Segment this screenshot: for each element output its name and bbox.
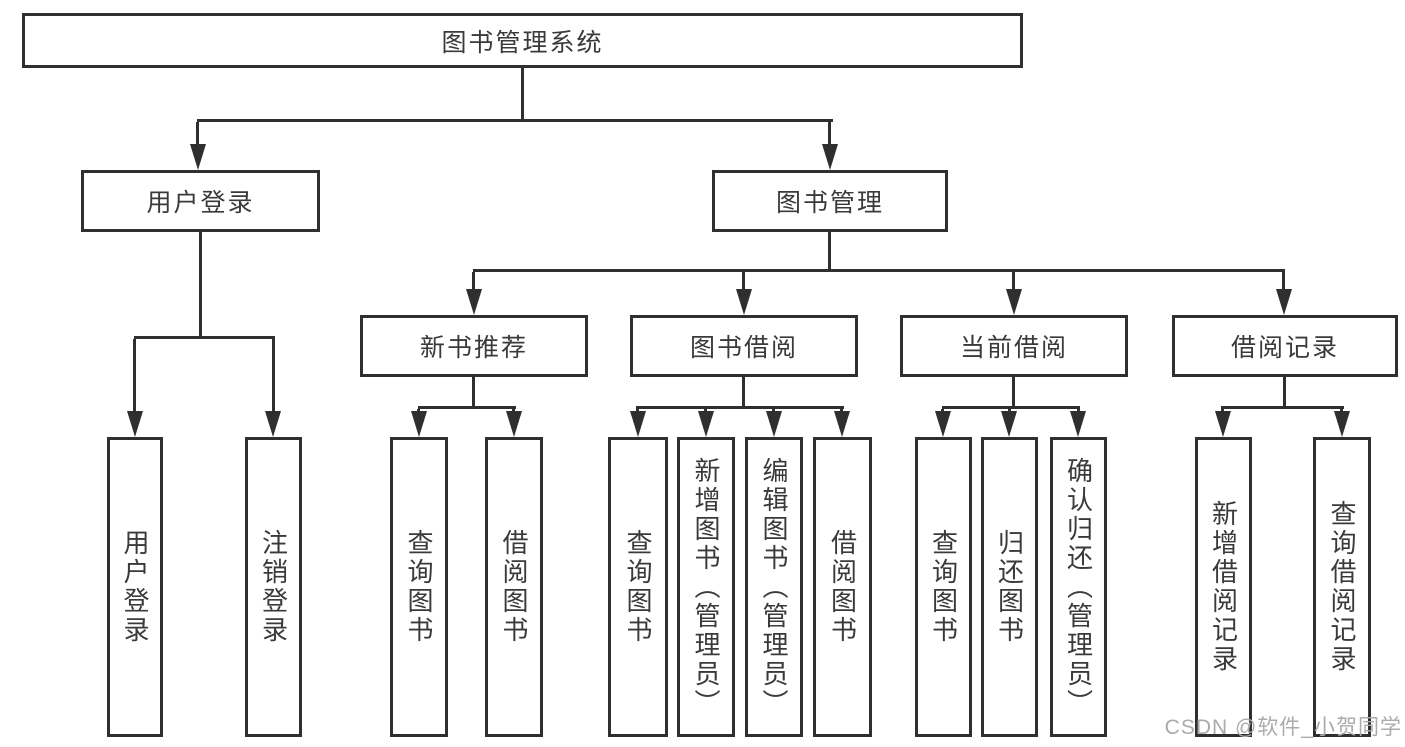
arrow-down-icon — [630, 411, 646, 437]
connector-root-stem — [521, 68, 524, 122]
arrow-down-icon — [822, 144, 838, 170]
leaf-label: 归还图书 — [994, 529, 1025, 645]
leaf-label: 确认归还（管理员） — [1063, 456, 1094, 718]
arrow-down-icon — [506, 411, 522, 437]
node-label: 图书管理系统 — [441, 28, 604, 57]
leaf-return-books: 归还图书 — [981, 437, 1038, 737]
arrow-down-icon — [834, 411, 850, 437]
node-user-login: 用户登录 — [81, 170, 320, 232]
connector-level3-rail — [473, 269, 1285, 272]
leaf-label: 借阅图书 — [499, 529, 529, 645]
connector-stem — [472, 272, 475, 290]
leaf-query-borrow-record: 查询借阅记录 — [1313, 437, 1371, 737]
node-new-book-recommend: 新书推荐 — [360, 315, 588, 377]
connector-stem — [742, 272, 745, 290]
node-label: 当前借阅 — [959, 334, 1068, 362]
connector-stem — [272, 339, 275, 412]
node-book-borrowing: 图书借阅 — [630, 315, 858, 377]
leaf-confirm-return-admin: 确认归还（管理员） — [1050, 437, 1107, 737]
connector-bookmgmt-stem — [828, 232, 831, 272]
leaf-borrow-books-2: 借阅图书 — [813, 437, 872, 737]
node-book-management: 图书管理 — [712, 170, 948, 232]
leaf-query-books-3: 查询图书 — [915, 437, 972, 737]
connector-stem — [472, 377, 475, 408]
leaf-label: 借阅图书 — [827, 529, 858, 645]
leaf-label: 新增图书（管理员） — [691, 456, 721, 718]
arrow-down-icon — [127, 411, 143, 437]
leaf-label: 用户登录 — [120, 529, 150, 645]
leaf-user-login: 用户登录 — [107, 437, 163, 737]
leaf-query-books-1: 查询图书 — [390, 437, 448, 737]
arrow-down-icon — [935, 411, 951, 437]
arrow-down-icon — [698, 411, 714, 437]
leaf-label: 查询图书 — [404, 529, 434, 645]
leaf-logout: 注销登录 — [245, 437, 302, 737]
arrow-down-icon — [1276, 289, 1292, 315]
arrow-down-icon — [466, 289, 482, 315]
arrow-down-icon — [265, 411, 281, 437]
node-book-management-system: 图书管理系统 — [22, 13, 1023, 68]
connector-stem — [196, 122, 199, 145]
leaf-add-books-admin: 新增图书（管理员） — [677, 437, 735, 737]
connector-rail — [134, 336, 275, 339]
csdn-watermark: CSDN @软件_小贺同学 — [1164, 716, 1402, 739]
connector-rail — [418, 406, 516, 409]
leaf-query-books-2: 查询图书 — [608, 437, 668, 737]
leaf-edit-books-admin: 编辑图书（管理员） — [745, 437, 803, 737]
arrow-down-icon — [736, 289, 752, 315]
node-label: 借阅记录 — [1230, 334, 1339, 362]
connector-stem — [1282, 272, 1285, 290]
connector-rail — [636, 406, 844, 409]
connector-userlogin-stem — [199, 232, 202, 339]
connector-stem — [133, 339, 136, 412]
arrow-down-icon — [190, 144, 206, 170]
arrow-down-icon — [1006, 289, 1022, 315]
connector-stem — [1012, 272, 1015, 290]
leaf-label: 查询图书 — [928, 529, 959, 645]
leaf-label: 编辑图书（管理员） — [759, 456, 789, 718]
leaf-label: 查询借阅记录 — [1327, 500, 1357, 674]
leaf-label: 注销登录 — [258, 529, 289, 645]
connector-rail — [942, 406, 1080, 409]
connector-rail — [1221, 406, 1344, 409]
connector-stem — [742, 377, 745, 408]
node-borrow-records: 借阅记录 — [1172, 315, 1398, 377]
node-label: 图书管理 — [775, 189, 884, 217]
arrow-down-icon — [766, 411, 782, 437]
arrow-down-icon — [1334, 411, 1350, 437]
node-current-borrowing: 当前借阅 — [900, 315, 1128, 377]
connector-level2-rail — [197, 119, 833, 122]
connector-stem — [1012, 377, 1015, 408]
connector-stem — [828, 122, 831, 145]
leaf-label: 查询图书 — [623, 529, 653, 645]
arrow-down-icon — [1070, 411, 1086, 437]
arrow-down-icon — [411, 411, 427, 437]
connector-stem — [1283, 377, 1286, 408]
arrow-down-icon — [1215, 411, 1231, 437]
arrow-down-icon — [1001, 411, 1017, 437]
node-label: 新书推荐 — [419, 334, 528, 362]
node-label: 图书借阅 — [689, 334, 798, 362]
leaf-add-borrow-record: 新增借阅记录 — [1195, 437, 1252, 737]
leaf-label: 新增借阅记录 — [1208, 500, 1239, 674]
node-label: 用户登录 — [146, 189, 255, 217]
leaf-borrow-books-1: 借阅图书 — [485, 437, 543, 737]
